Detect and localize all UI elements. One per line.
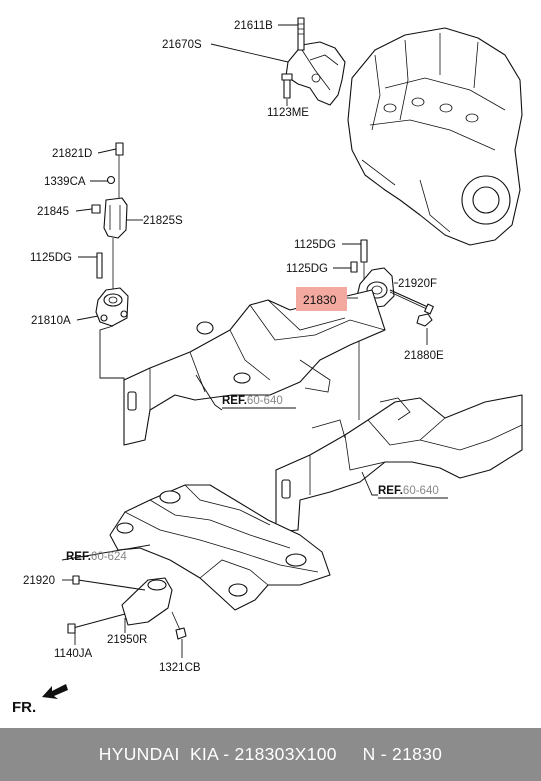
front-arrow-icon — [42, 684, 68, 699]
label-1140JA: 1140JA — [54, 648, 92, 660]
footer-diagram-number: N - 21830 — [362, 744, 443, 764]
label-1125DG-top: 1125DG — [294, 239, 336, 251]
footer-bar: HYUNDAI KIA - 218303X100 N - 21830 — [0, 728, 541, 781]
part-labels: 21611B 21670S 1123ME 21821D 1339CA 21845… — [23, 20, 444, 674]
label-21810A: 21810A — [31, 315, 71, 327]
label-21611B: 21611B — [234, 20, 273, 32]
label-21821D: 21821D — [52, 148, 92, 160]
highlight-21830 — [296, 287, 347, 311]
front-label: FR. — [12, 699, 36, 716]
left-mount-assembly — [91, 142, 129, 327]
label-1125DG-left: 1125DG — [30, 252, 72, 264]
label-21825S: 21825S — [143, 215, 183, 227]
engine-block — [347, 27, 523, 246]
label-21920: 21920 — [23, 575, 55, 587]
label-1321CB: 1321CB — [159, 662, 201, 674]
label-1123ME: 1123ME — [267, 107, 309, 119]
leader-lines — [61, 24, 428, 658]
label-21920F: 21920F — [398, 278, 437, 290]
footer-part-number: HYUNDAI KIA - 218303X100 — [98, 744, 337, 764]
parts-diagram: 21611B 21670S 1123ME 21821D 1339CA 21845… — [12, 17, 523, 716]
label-21880E: 21880E — [404, 350, 444, 362]
ref-60-640-right: REF.60-640 — [378, 485, 439, 497]
footer-spacer — [337, 744, 363, 765]
label-21830: 21830 — [303, 293, 337, 307]
label-1125DG-mid: 1125DG — [286, 263, 328, 275]
sub-frame — [109, 484, 331, 611]
side-member-left — [123, 289, 386, 446]
label-21950R: 21950R — [107, 634, 147, 646]
label-21845: 21845 — [37, 206, 69, 218]
ref-60-624: REF.60-624 — [66, 551, 127, 563]
side-member-right — [275, 394, 523, 533]
engine-mount-bracket — [281, 17, 346, 106]
ref-60-640-left: REF.60-640 — [222, 395, 283, 407]
label-21670S: 21670S — [162, 39, 202, 51]
label-1339CA: 1339CA — [44, 176, 86, 188]
front-direction-indicator: FR. — [12, 684, 68, 716]
lower-mount-assembly — [67, 575, 187, 640]
ref-labels: REF.60-640 REF.60-640 REF.60-624 — [66, 395, 448, 563]
